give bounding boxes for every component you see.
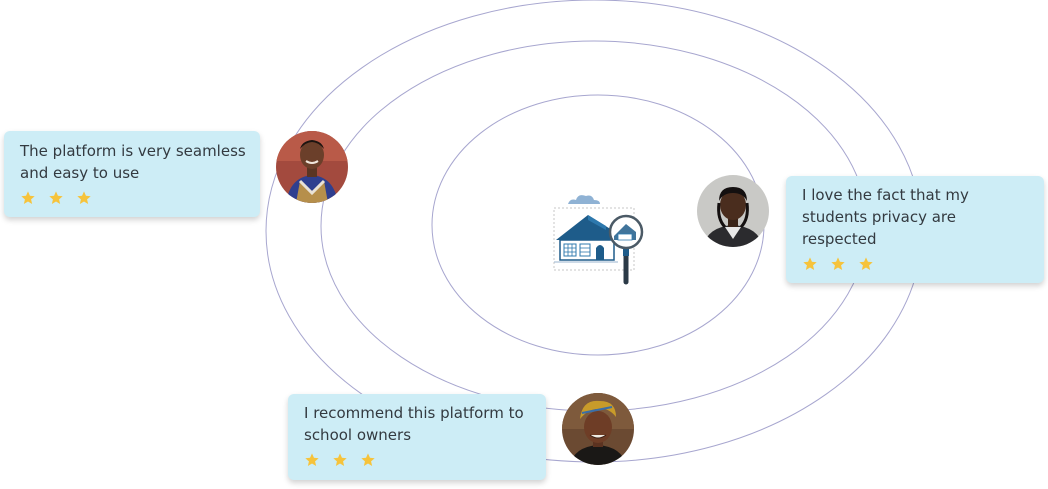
- testimonial-quote: I love the fact that my students privacy…: [802, 186, 969, 248]
- star-icon: [859, 257, 873, 270]
- star-icon: [49, 191, 63, 204]
- avatar: [562, 393, 634, 465]
- star-icon: [333, 453, 347, 466]
- rating-stars: [20, 190, 246, 206]
- testimonial-card-1: The platform is very seamless and easy t…: [4, 131, 260, 217]
- star-icon: [831, 257, 845, 270]
- testimonial-card-3: I recommend this platform to school owne…: [288, 394, 546, 480]
- star-icon: [361, 453, 375, 466]
- star-icon: [77, 191, 91, 204]
- testimonial-card-2: I love the fact that my students privacy…: [786, 176, 1044, 283]
- star-icon: [305, 453, 319, 466]
- testimonial-quote: I recommend this platform to school owne…: [304, 404, 524, 444]
- rating-stars: [304, 452, 532, 468]
- star-icon: [21, 191, 35, 204]
- star-icon: [803, 257, 817, 270]
- school-search-icon: [553, 195, 644, 285]
- avatar: [697, 175, 769, 247]
- testimonial-quote: The platform is very seamless and easy t…: [20, 142, 246, 182]
- rating-stars: [802, 256, 1030, 272]
- avatar: [276, 131, 348, 203]
